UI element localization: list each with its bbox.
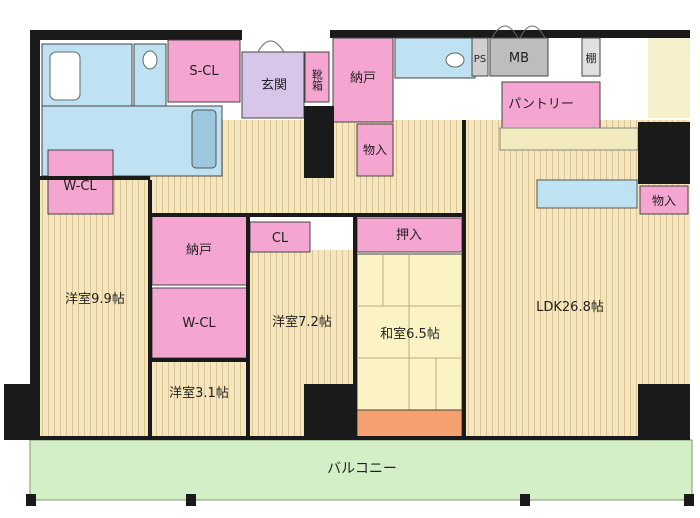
pillar [4, 384, 32, 440]
pillar [638, 122, 690, 184]
label-balcony: バルコニー [327, 461, 397, 477]
wall-h [40, 176, 150, 180]
label-mb: MB [509, 51, 529, 66]
wall-h [40, 436, 690, 440]
toilet-icon-2 [445, 52, 465, 68]
wall-v [353, 215, 357, 438]
label-tana: 棚 [586, 51, 597, 65]
toilet-icon [142, 50, 158, 70]
label-genkan: 玄関 [261, 78, 287, 93]
washbasin-icon [191, 109, 217, 169]
kitchen-counter [499, 127, 639, 151]
nando-top-room [332, 37, 394, 123]
label-monoire-right: 物入 [652, 194, 676, 208]
label-yoshitsu-31: 洋室3.1帖 [169, 385, 229, 401]
mb-box [489, 37, 549, 77]
balcony-door-icon [491, 25, 519, 39]
label-cl: CL [272, 231, 289, 246]
monoire-right-room [639, 185, 689, 215]
label-wcl-left: W-CL [63, 179, 97, 194]
label-oshiire: 押入 [396, 228, 422, 243]
wall-h [148, 358, 248, 362]
label-ldk-268: LDK26.8帖 [536, 300, 604, 315]
tana-box [581, 37, 601, 77]
wall-v [148, 180, 152, 438]
balcony-post [520, 494, 530, 506]
wall-v [246, 215, 250, 438]
label-yoshitsu-72: 洋室7.2帖 [272, 314, 332, 330]
ps-box [471, 37, 489, 77]
balcony-post [26, 494, 36, 506]
wall-top-left [30, 30, 242, 40]
kutsubako-room [304, 51, 330, 103]
label-washitsu-65: 和室6.5帖 [380, 326, 440, 342]
wall-top-right [330, 30, 690, 38]
yoshitsu-99-floor [40, 180, 150, 438]
wall-h [148, 213, 466, 217]
label-monoire-center: 物入 [363, 143, 387, 157]
label-nando-mid: 納戸 [186, 243, 212, 258]
label-s-cl: S-CL [189, 64, 219, 79]
tokonoma-strip [356, 409, 463, 439]
label-kutsubako: 靴箱 [311, 68, 324, 92]
oshiire-room [356, 217, 463, 253]
s-cl-room [167, 39, 241, 103]
wall-left [30, 30, 40, 440]
cl-room [249, 221, 311, 253]
label-nando-top: 納戸 [350, 71, 376, 86]
balcony-post [684, 494, 694, 506]
monoire-center-room [356, 123, 394, 177]
ldk-side-light [648, 38, 690, 118]
bathtub [49, 51, 81, 101]
pillar [304, 106, 334, 178]
balcony-area [29, 439, 693, 501]
entrance-door-icon [257, 40, 285, 53]
balcony-door-icon [519, 25, 546, 39]
genkan-room [241, 51, 305, 119]
yoshitsu-31-floor [152, 360, 247, 438]
label-ps: PS [474, 54, 486, 65]
label-pantry: パントリー [508, 97, 574, 112]
pantry-room [501, 81, 601, 129]
pillar [304, 384, 356, 440]
label-yoshitsu-99: 洋室9.9帖 [65, 291, 125, 307]
wcl-left-room [47, 149, 114, 215]
wall-v [462, 120, 466, 438]
balcony-post [186, 494, 196, 506]
kitchen-island [536, 179, 638, 209]
pillar [638, 384, 690, 440]
nando-mid-room [151, 214, 248, 286]
second-toilet-room [394, 37, 476, 79]
label-wcl-mid: W-CL [182, 316, 216, 331]
